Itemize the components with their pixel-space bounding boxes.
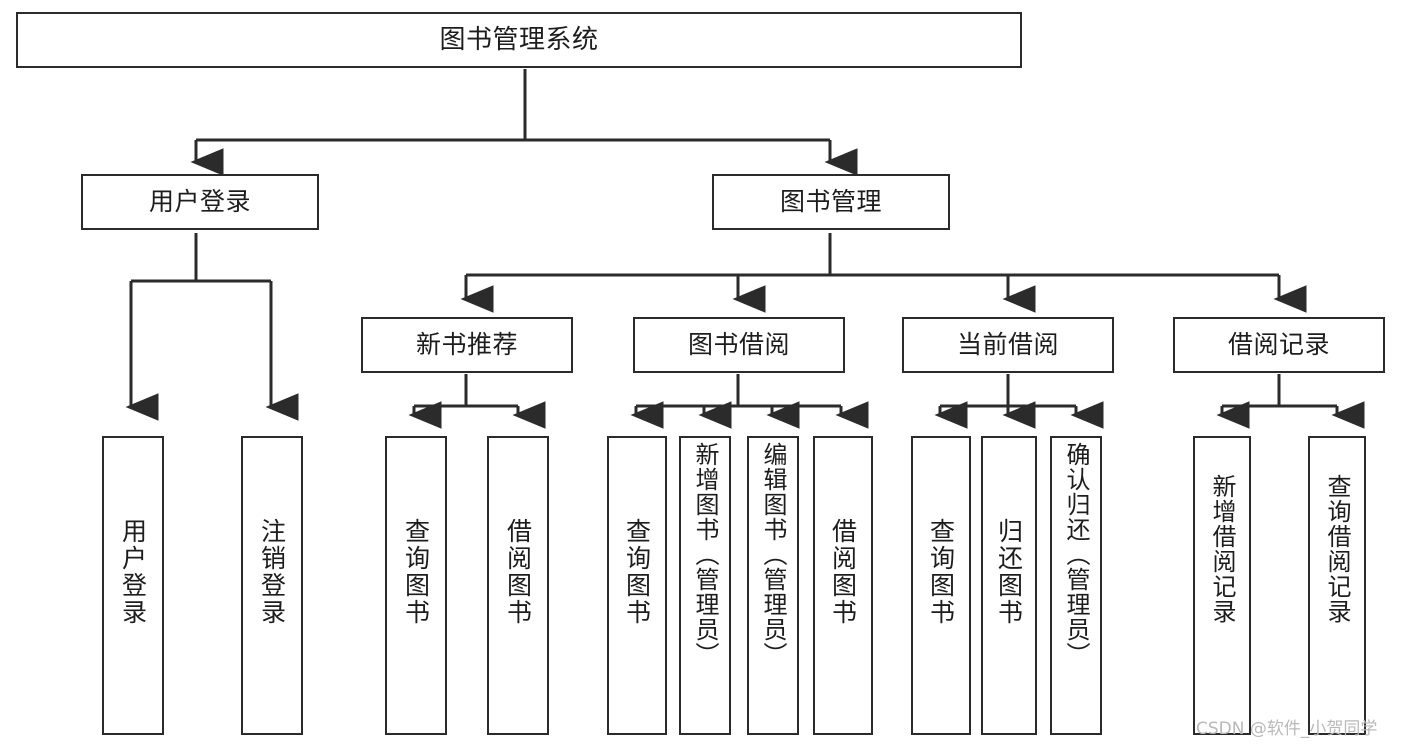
leaf-logout-login-label: 注销登录	[257, 518, 287, 626]
leaf-add-record[interactable]: 新增借阅记录	[1193, 436, 1251, 735]
node-book-manage[interactable]: 图书管理	[712, 174, 950, 230]
leaf-confirm-return-label: 确认归还（管理员）	[1062, 442, 1090, 667]
leaf-logout-login[interactable]: 注销登录	[241, 436, 303, 735]
node-current-borrow-label: 当前借阅	[956, 330, 1059, 360]
leaf-query-book-1-label: 查询图书	[401, 518, 431, 626]
node-root[interactable]: 图书管理系统	[16, 12, 1022, 68]
leaf-query-book-3[interactable]: 查询图书	[911, 436, 971, 735]
leaf-borrow-book-2-label: 借阅图书	[828, 518, 858, 626]
node-book-manage-label: 图书管理	[779, 187, 882, 217]
node-user-login-label: 用户登录	[148, 187, 251, 217]
leaf-borrow-book-1[interactable]: 借阅图书	[487, 436, 549, 735]
leaf-query-record-label: 查询借阅记录	[1323, 474, 1351, 624]
node-new-book-recommend-label: 新书推荐	[415, 330, 518, 360]
leaf-confirm-return[interactable]: 确认归还（管理员）	[1050, 436, 1102, 735]
node-book-borrow[interactable]: 图书借阅	[633, 317, 845, 373]
leaf-add-record-label: 新增借阅记录	[1208, 474, 1236, 624]
node-user-login[interactable]: 用户登录	[81, 174, 319, 230]
csdn-watermark: CSDN @软件_小贺同学	[1196, 719, 1378, 739]
leaf-borrow-book-1-label: 借阅图书	[503, 518, 533, 626]
node-current-borrow[interactable]: 当前借阅	[902, 317, 1114, 373]
leaf-query-book-2-label: 查询图书	[622, 518, 652, 626]
leaf-return-book[interactable]: 归还图书	[981, 436, 1037, 735]
leaf-query-book-2[interactable]: 查询图书	[607, 436, 667, 735]
leaf-user-login[interactable]: 用户登录	[102, 436, 164, 735]
leaf-add-book-label: 新增图书（管理员）	[691, 442, 719, 667]
node-new-book-recommend[interactable]: 新书推荐	[361, 317, 573, 373]
leaf-query-book-3-label: 查询图书	[926, 518, 956, 626]
leaf-query-record[interactable]: 查询借阅记录	[1308, 436, 1366, 735]
leaf-edit-book-label: 编辑图书（管理员）	[759, 442, 787, 667]
leaf-user-login-label: 用户登录	[118, 518, 148, 626]
node-borrow-record[interactable]: 借阅记录	[1173, 317, 1385, 373]
leaf-add-book[interactable]: 新增图书（管理员）	[679, 436, 731, 735]
node-book-borrow-label: 图书借阅	[687, 330, 790, 360]
leaf-query-book-1[interactable]: 查询图书	[385, 436, 447, 735]
node-borrow-record-label: 借阅记录	[1227, 330, 1330, 360]
node-root-label: 图书管理系统	[439, 24, 599, 55]
leaf-return-book-label: 归还图书	[994, 518, 1024, 626]
leaf-borrow-book-2[interactable]: 借阅图书	[813, 436, 873, 735]
leaf-edit-book[interactable]: 编辑图书（管理员）	[747, 436, 799, 735]
